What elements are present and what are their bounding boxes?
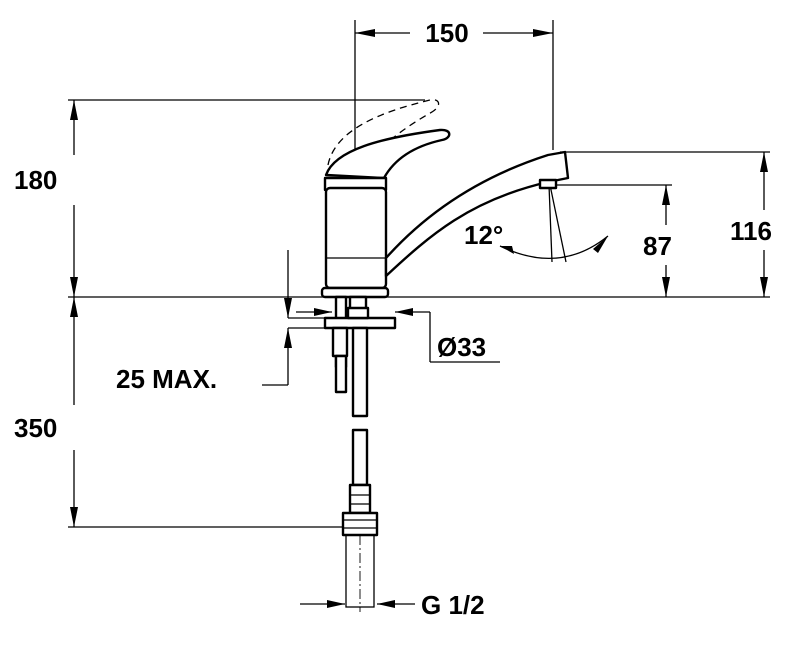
faucet-body <box>320 99 570 299</box>
dim-hole-diameter: Ø33 <box>437 332 486 362</box>
dim-height-total: 180 <box>14 165 57 195</box>
dim-height-spout: 116 <box>730 216 772 246</box>
dim-width-top: 150 <box>425 18 468 48</box>
dim-hose-length: 350 <box>14 413 57 443</box>
extension-lines <box>68 20 770 528</box>
dim-thread: G 1/2 <box>421 590 485 620</box>
faucet-mounting <box>323 295 397 612</box>
dim-height-outlet: 87 <box>643 231 672 261</box>
dim-angle: 12° <box>464 220 503 250</box>
dimension-lines <box>70 29 768 608</box>
dim-max-thickness: 25 MAX. <box>116 364 217 394</box>
